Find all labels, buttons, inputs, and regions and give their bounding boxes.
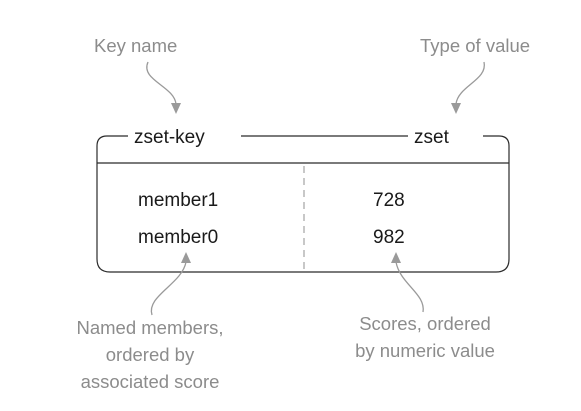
- scores-arrow: [391, 252, 424, 313]
- members-arrow: [150, 252, 191, 316]
- member-name: member1: [138, 190, 218, 211]
- member-name: member0: [138, 227, 218, 248]
- key-name-annotation: Key name: [94, 35, 177, 56]
- structure-box: [96, 135, 510, 273]
- members-annotation: Named members, ordered by associated sco…: [76, 317, 223, 392]
- type-of-value-annotation: Type of value: [420, 35, 530, 56]
- members-annotation-line: ordered by: [106, 344, 195, 365]
- structure-key-name: zset-key: [134, 127, 205, 148]
- scores-annotation-line: Scores, ordered: [359, 313, 491, 334]
- members-annotation-line: associated score: [81, 371, 220, 392]
- member-score: 728: [373, 190, 405, 211]
- structure-type: zset: [414, 127, 450, 148]
- members-annotation-line: Named members,: [76, 317, 223, 338]
- type-of-value-arrow: [451, 61, 485, 114]
- zset-rows: member1 728 member0 982: [138, 190, 405, 248]
- member-score: 982: [373, 227, 405, 248]
- scores-annotation-line: by numeric value: [355, 340, 495, 361]
- scores-annotation: Scores, ordered by numeric value: [355, 313, 495, 361]
- key-name-arrow: [146, 61, 181, 114]
